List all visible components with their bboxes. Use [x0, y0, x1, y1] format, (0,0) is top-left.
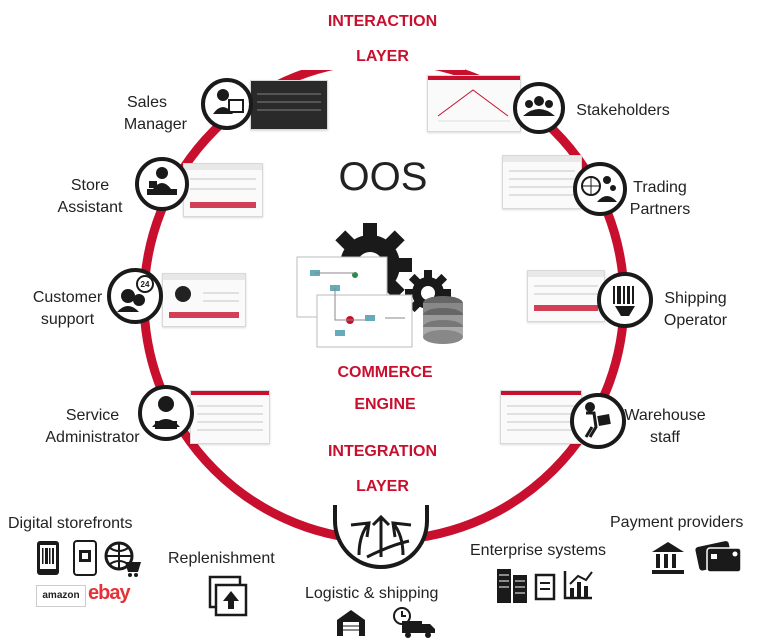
amazon-logo: amazon: [36, 585, 86, 607]
label-sales-manager-2: Manager: [123, 116, 187, 134]
bank-icon: [652, 542, 684, 574]
barcode-phone-icon: [37, 541, 59, 575]
bar-chart-icon: [563, 571, 593, 600]
label-shipping-operator-2: Operator: [663, 312, 728, 330]
center-title: OOS: [338, 155, 428, 199]
counter-person-icon: [135, 157, 189, 211]
worker-cart-icon: [570, 393, 626, 449]
replenish-box-icon: [208, 575, 248, 617]
label-shipping-operator-1: Shipping: [664, 290, 727, 307]
warehouse-screen-thumb: [500, 390, 582, 444]
shipping-screen-thumb: [527, 270, 605, 322]
interaction-layer-title: INTERACTION: [327, 13, 438, 30]
globe-cart-icon: [104, 541, 141, 577]
label-service-admin-2: Administrator: [45, 429, 140, 447]
store-screen-thumb: [183, 163, 263, 217]
label-customer-support-2: support: [40, 311, 95, 329]
svg-text:24: 24: [141, 280, 150, 289]
truck-clock-icon: [393, 607, 435, 638]
engine-title-2: ENGINE: [354, 396, 416, 413]
label-trading-partners-2: Partners: [629, 201, 691, 219]
label-service-admin-1: Service: [65, 407, 120, 424]
label-payment-providers: Payment providers: [610, 514, 744, 531]
label-service-admin: Service Administrator: [30, 405, 155, 450]
ebay-logo: ebay: [88, 582, 131, 604]
label-customer-support: Customer support: [10, 287, 125, 332]
trading-screen-thumb: [502, 155, 582, 209]
integration-layer-subtitle: LAYER: [356, 478, 409, 495]
database-box-icon: [534, 573, 556, 601]
stakeholders-screen-thumb: [427, 75, 521, 132]
label-trading-partners: Trading Partners: [615, 177, 705, 222]
engine-title-1: COMMERCE: [337, 364, 433, 381]
credit-cards-icon: [695, 541, 742, 573]
interaction-layer-subtitle: LAYER: [356, 48, 409, 65]
label-digital-storefronts: Digital storefronts: [8, 515, 133, 532]
label-warehouse-staff-2: staff: [650, 429, 680, 447]
label-warehouse-staff-1: Warehouse: [624, 407, 706, 424]
integration-layer-title: INTEGRATION: [327, 443, 438, 460]
label-trading-partners-1: Trading: [633, 179, 687, 196]
presenter-icon: [201, 78, 253, 130]
label-replenishment: Replenishment: [168, 550, 275, 567]
label-stakeholders: Stakeholders: [563, 100, 683, 122]
label-warehouse-staff: Warehouse staff: [615, 405, 715, 450]
warehouse-icon: [337, 610, 365, 636]
server-rack-icon: [497, 569, 527, 603]
qr-phone-icon: [73, 540, 97, 576]
gear-icon: [296, 223, 463, 348]
label-stakeholders-1: Stakeholders: [576, 102, 670, 119]
label-enterprise-systems: Enterprise systems: [470, 542, 607, 559]
label-store-assistant-2: Assistant: [57, 199, 123, 217]
admin-user-icon: [138, 385, 194, 441]
integration-hub-icon: [333, 505, 429, 569]
label-sales-manager-1: Sales: [126, 94, 167, 111]
interaction-layer-backdrop: [300, 0, 465, 70]
global-partners-icon: [573, 162, 627, 216]
label-store-assistant: Store Assistant: [30, 175, 150, 220]
integration-layer-backdrop: [300, 434, 465, 502]
label-shipping-operator: Shipping Operator: [648, 288, 743, 333]
sales-screen-thumb: [250, 80, 328, 130]
admin-screen-thumb: [190, 390, 270, 444]
support-24-icon: 24: [107, 268, 163, 324]
label-sales-manager: Sales Manager: [105, 92, 215, 137]
customer-screen-thumb: [162, 273, 246, 327]
label-logistic-shipping: Logistic & shipping: [305, 585, 439, 602]
label-customer-support-1: Customer: [32, 289, 103, 306]
engine-graphic: [295, 223, 485, 355]
label-store-assistant-1: Store: [70, 177, 110, 194]
barcode-scanner-icon: [597, 272, 653, 328]
group-icon: [513, 82, 565, 134]
